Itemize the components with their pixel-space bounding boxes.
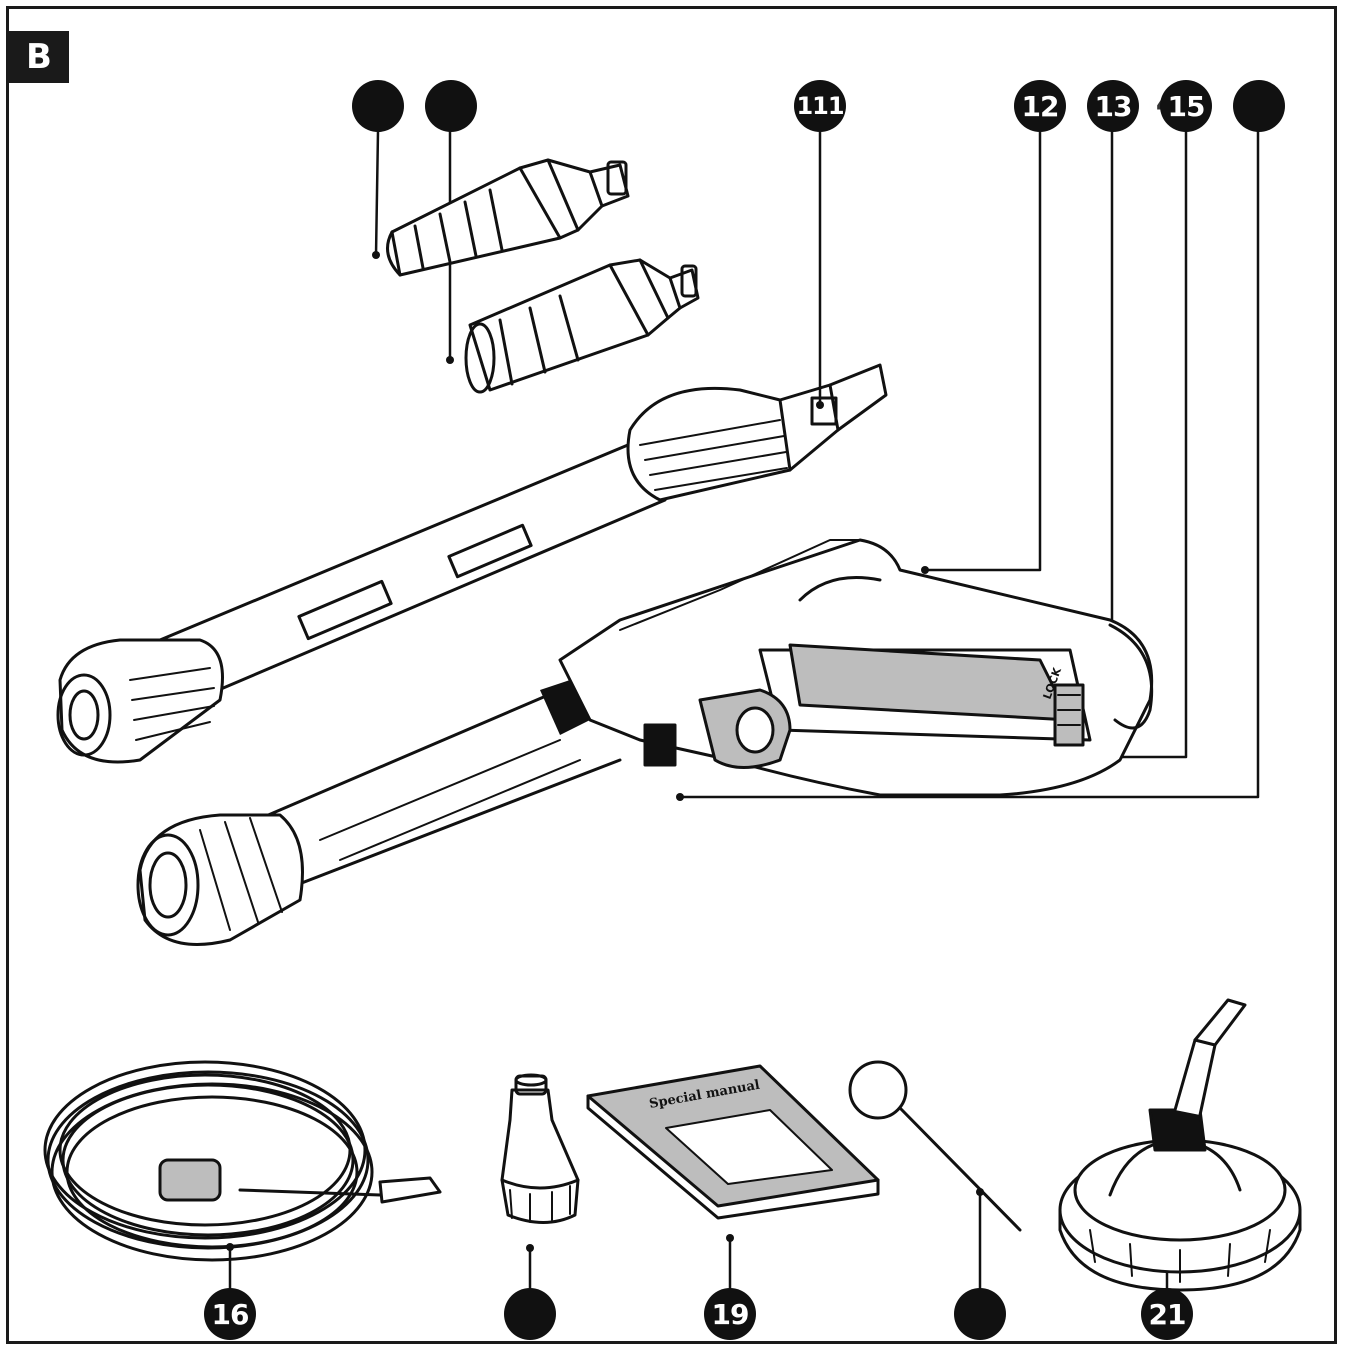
adjustable-nozzle xyxy=(464,258,700,394)
section-label: B xyxy=(9,31,69,83)
callout-19: 19 xyxy=(704,1288,756,1340)
hose xyxy=(43,1060,442,1262)
spray-lance xyxy=(56,363,888,764)
callout-111: 111 xyxy=(794,80,846,132)
surface-cleaner xyxy=(1058,998,1302,1292)
callout-16: 16 xyxy=(204,1288,256,1340)
cleaning-needle xyxy=(848,1060,1022,1232)
callout-d xyxy=(504,1288,556,1340)
callout-13: 13 xyxy=(1087,80,1139,132)
figure-frame xyxy=(6,6,1337,1344)
inlet-adapter xyxy=(500,1073,580,1224)
callout-a xyxy=(352,80,404,132)
callout-b xyxy=(425,80,477,132)
callout-21: 21 xyxy=(1141,1288,1193,1340)
turbo-nozzle xyxy=(386,158,630,277)
callout-15: 15 xyxy=(1160,80,1212,132)
callout-e xyxy=(954,1288,1006,1340)
callout-12: 12 xyxy=(1014,80,1066,132)
trigger-gun: LOCK xyxy=(136,538,1154,946)
callout-c xyxy=(1233,80,1285,132)
instruction-manual: Special manual xyxy=(586,1064,880,1220)
